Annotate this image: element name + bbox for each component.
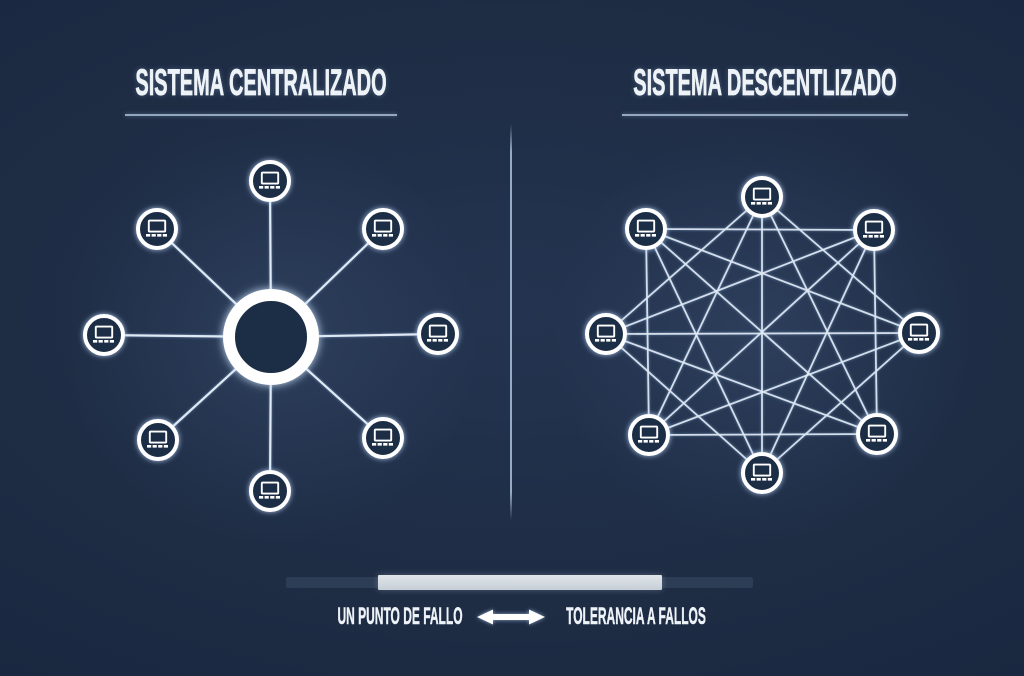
computer-node (249, 160, 291, 202)
laptop-icon (636, 219, 656, 233)
computer-node (249, 470, 291, 512)
decentralized-mesh-links (605, 196, 920, 474)
mesh-line (761, 229, 875, 474)
left-title-underline (125, 114, 397, 116)
node-circle (628, 414, 670, 456)
mesh-line (645, 228, 763, 474)
node-circle (137, 419, 179, 461)
node-circle (741, 176, 783, 218)
computer-node (741, 452, 783, 494)
mesh-line (648, 196, 763, 436)
node-circle (585, 313, 627, 355)
node-circle (83, 314, 125, 356)
mesh-line (761, 196, 878, 435)
node-circle (417, 313, 459, 355)
mesh-line (873, 229, 878, 435)
laptop-icon (148, 430, 168, 444)
right-caption: TOLERANCIA A FALLOS (566, 603, 706, 630)
mesh-line (761, 196, 920, 334)
laptop-icon (373, 428, 393, 442)
laptop-icon (373, 219, 393, 233)
legend-bar-fill (378, 575, 662, 590)
laptop-icon (909, 323, 929, 337)
mesh-line (605, 333, 763, 474)
node-circle (249, 470, 291, 512)
central-hub-ring (223, 289, 319, 385)
laptop-icon (147, 219, 167, 233)
computer-node (628, 414, 670, 456)
mesh-line (648, 332, 920, 436)
mesh-line (605, 333, 878, 435)
computer-node (856, 413, 898, 455)
computer-node (137, 419, 179, 461)
computer-node (585, 313, 627, 355)
node-circle (249, 160, 291, 202)
mesh-line (645, 228, 875, 231)
right-panel-title: SISTEMA DESCENTLIZADO (633, 62, 897, 103)
computer-node (898, 312, 940, 354)
computer-node (362, 417, 404, 459)
laptop-icon (864, 220, 884, 234)
mesh-line (648, 433, 878, 436)
node-circle (625, 208, 667, 250)
laptop-icon (596, 324, 616, 338)
computer-node (83, 314, 125, 356)
centralized-nodes (83, 160, 459, 512)
node-circle (898, 312, 940, 354)
node-circle (362, 208, 404, 250)
laptop-icon (94, 325, 114, 339)
divider-line (510, 124, 512, 520)
node-circle (362, 417, 404, 459)
mesh-line (605, 196, 763, 335)
laptop-icon (752, 463, 772, 477)
right-title-underline (622, 114, 908, 116)
computer-node (136, 208, 178, 250)
mesh-line (645, 228, 920, 334)
central-hub (223, 289, 319, 385)
double-arrow-icon (477, 609, 545, 625)
node-circle (136, 208, 178, 250)
computer-node (625, 208, 667, 250)
node-circle (856, 413, 898, 455)
mesh-line (645, 228, 878, 435)
computer-node (362, 208, 404, 250)
laptop-icon (260, 481, 280, 495)
left-panel-title: SISTEMA CENTRALIZADO (135, 62, 387, 103)
laptop-icon (428, 324, 448, 338)
node-circle (741, 452, 783, 494)
computer-node (853, 209, 895, 251)
computer-node (741, 176, 783, 218)
mesh-line (645, 228, 650, 436)
mesh-line (605, 229, 875, 335)
decentralized-nodes (585, 176, 940, 494)
laptop-icon (752, 187, 772, 201)
computer-node (417, 313, 459, 355)
node-circle (853, 209, 895, 251)
mesh-line (761, 332, 920, 474)
laptop-icon (260, 171, 280, 185)
left-caption: UN PUNTO DE FALLO (337, 603, 463, 630)
laptop-icon (639, 425, 659, 439)
laptop-icon (867, 424, 887, 438)
